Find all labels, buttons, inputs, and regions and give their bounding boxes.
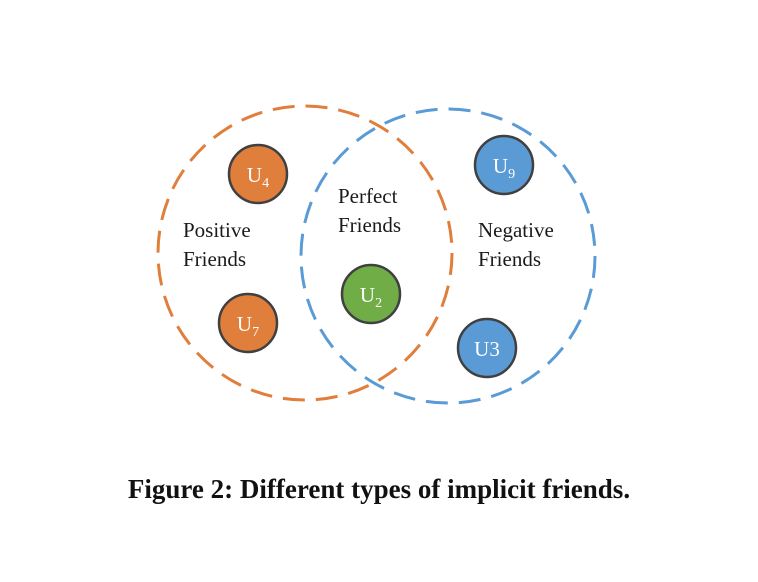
svg-text:U9: U9 — [493, 154, 515, 182]
positive-friends-circle — [156, 104, 454, 402]
negative-friends-circle — [299, 107, 597, 405]
perfect-friends-label: Perfect Friends — [338, 184, 403, 237]
user-node-u7: U7 — [217, 292, 279, 354]
negative-friends-label: Negative Friends — [478, 218, 559, 271]
user-node-u4: U4 — [227, 143, 289, 205]
user-node-u3: U3 — [456, 317, 518, 379]
venn-diagram: Positive Friends Perfect Friends Negativ… — [156, 104, 597, 405]
positive-friends-label: Positive Friends — [183, 218, 256, 271]
svg-text:U2: U2 — [360, 283, 382, 311]
user-node-u9: U9 — [473, 134, 535, 196]
svg-text:U4: U4 — [247, 163, 269, 191]
svg-text:U7: U7 — [237, 312, 259, 340]
user-node-u2: U2 — [340, 263, 402, 325]
figure-caption: Figure 2: Different types of implicit fr… — [127, 474, 631, 504]
svg-text:U3: U3 — [474, 337, 500, 361]
